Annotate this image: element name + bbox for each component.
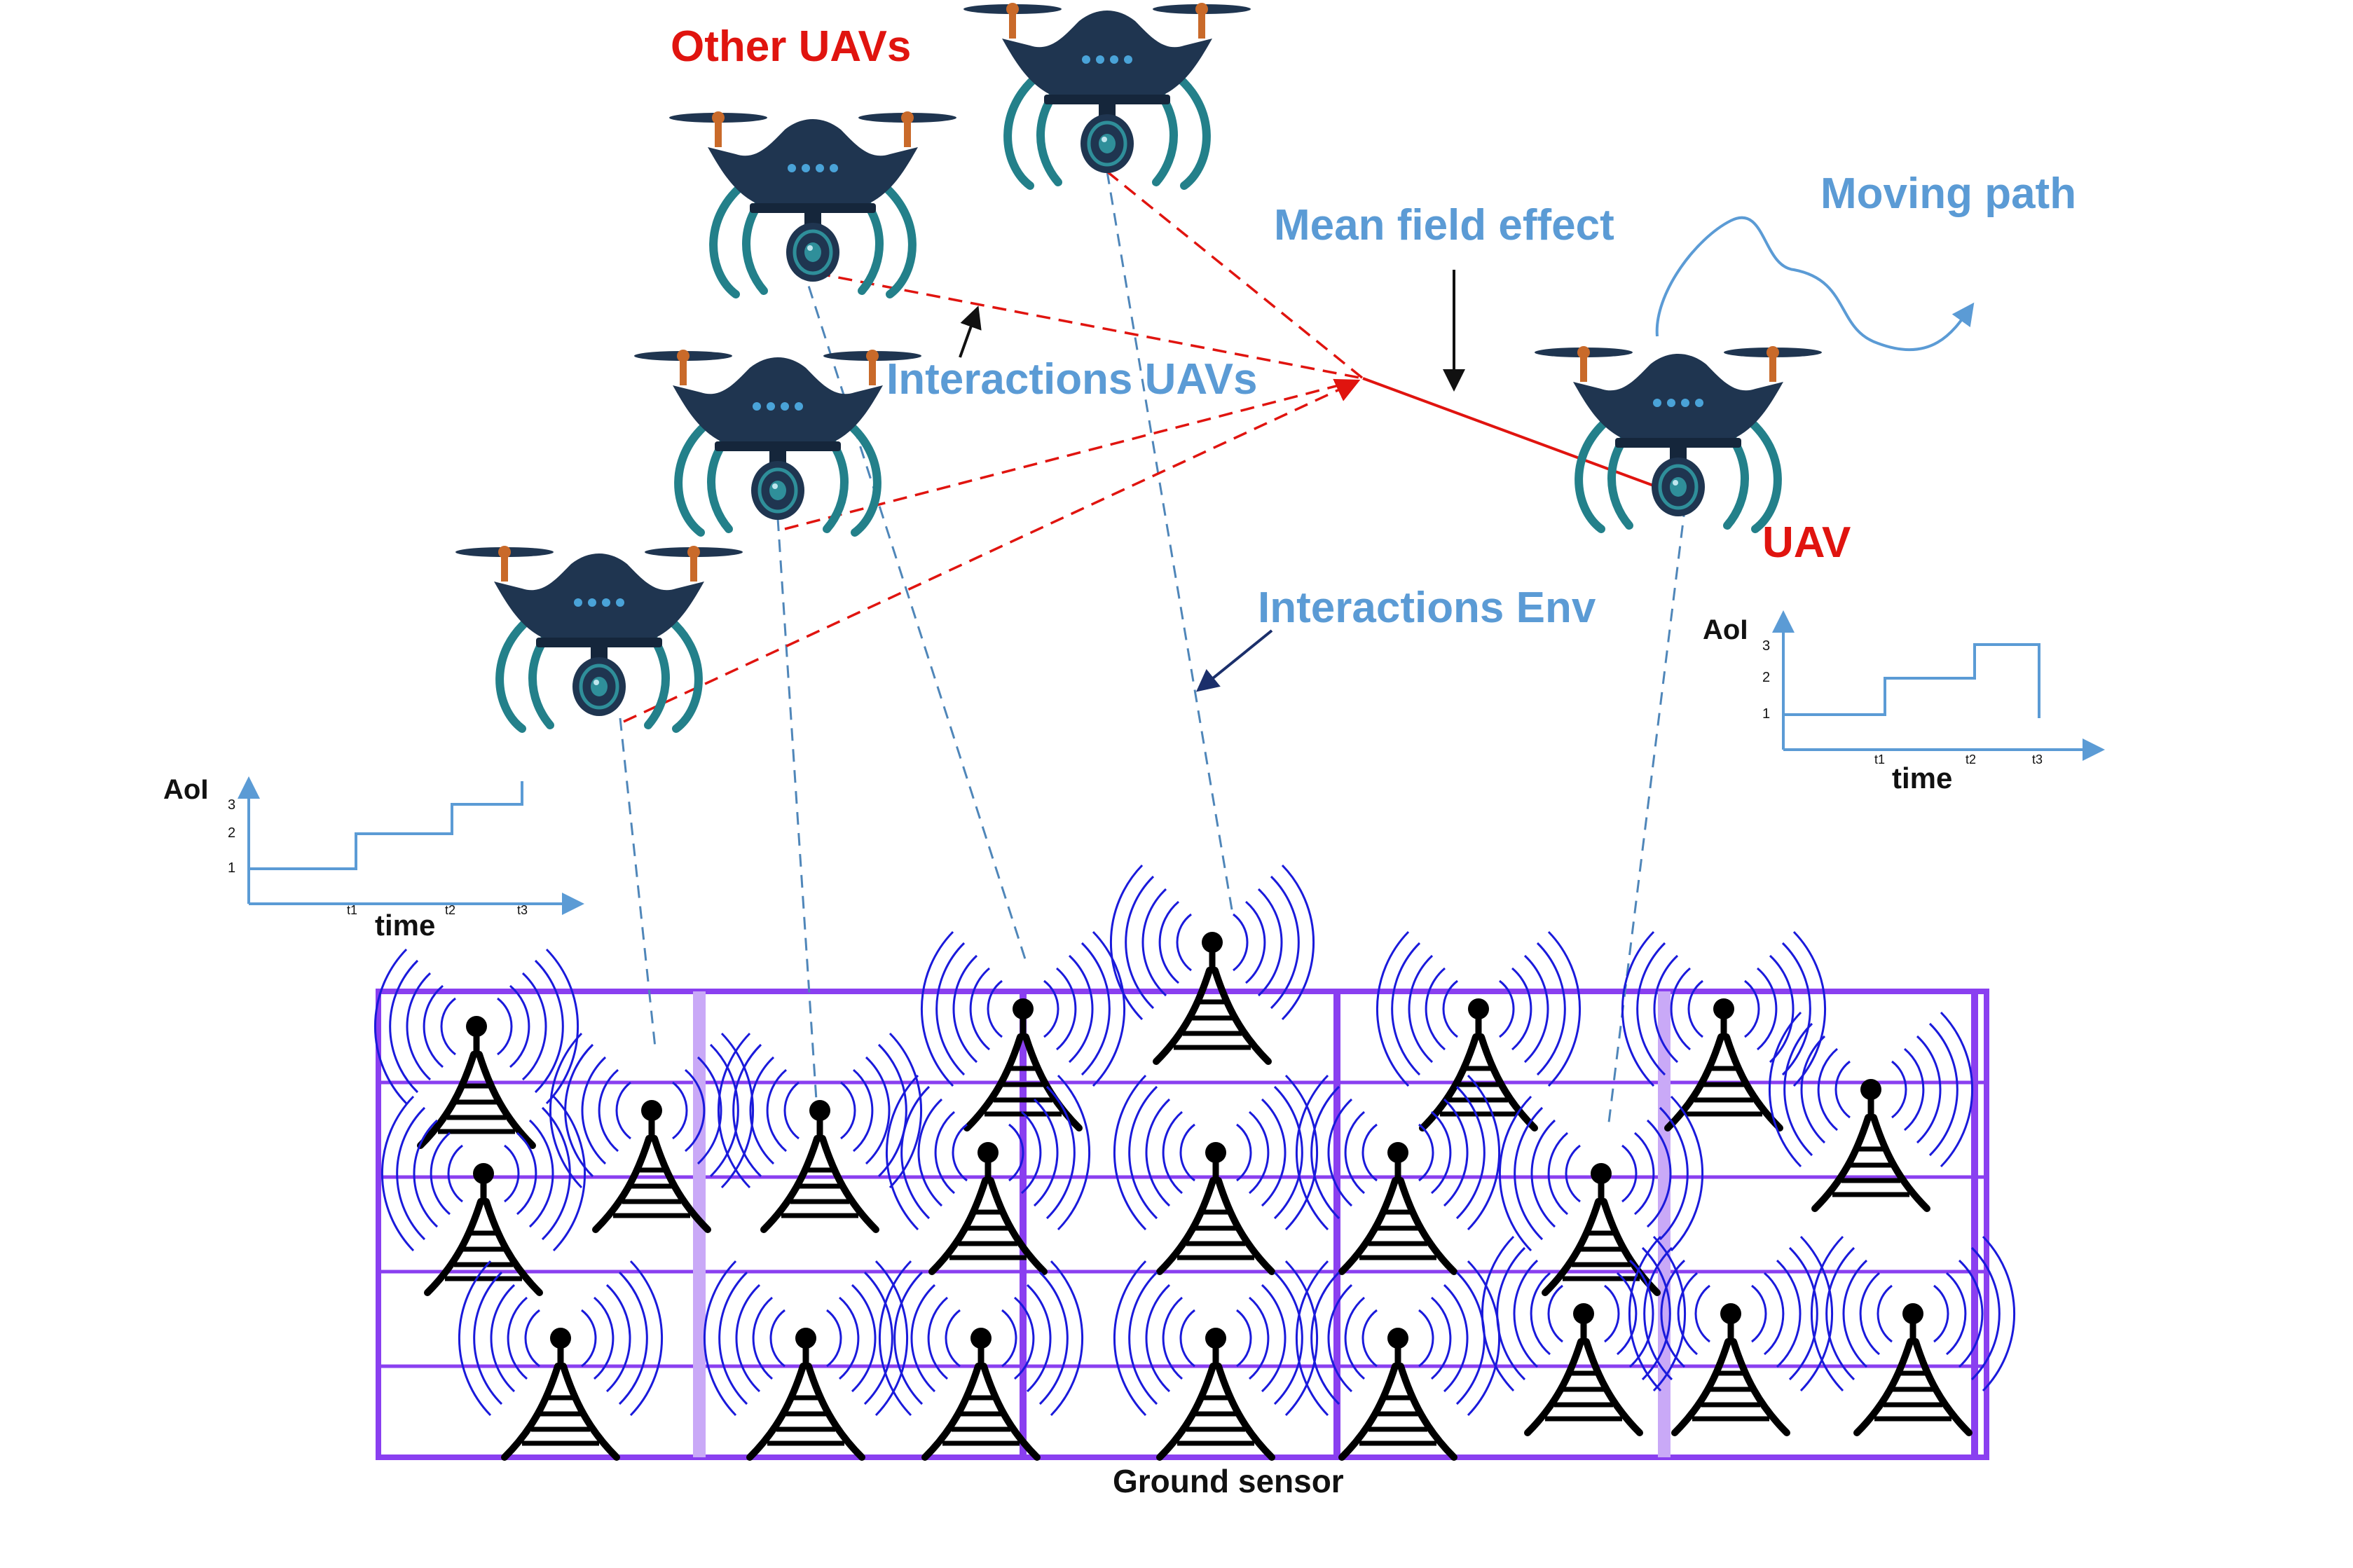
ground-sensor-label: Ground sensor [1113,1463,1344,1499]
interactions-uavs-arrow [959,305,982,358]
tower-icon [1296,1261,1499,1457]
aoi-ylabel: AoI [163,774,208,805]
tower-icon [879,1261,1082,1457]
aoi-xlabel: time [375,909,435,942]
tower-icon [1769,1012,1972,1209]
interactions-uavs-label: Interactions UAVs [886,355,1257,404]
aoi-ytick: 1 [228,860,235,876]
other-uav-drone [963,3,1251,186]
tower-icon [1111,865,1313,1061]
tower-icon [1296,1075,1499,1272]
interactions-env-arrow [1195,629,1273,692]
aoi-xtick: t3 [2032,752,2043,766]
sensor-towers [375,865,2014,1457]
env-interaction-lines [619,171,1687,1129]
tower-icon [704,1261,907,1457]
tower-icon [718,1033,921,1230]
aoi-xtick: t2 [445,903,455,917]
moving-path-curve [1655,216,1975,352]
aoi-xtick: t1 [1874,752,1885,766]
aoi-xtick: t2 [1966,752,1976,766]
aoi-chart-right: AoI 1 2 3 t1 t2 t3 time [1703,610,2105,795]
other-uav-drone [455,546,743,729]
interactions-env-label: Interactions Env [1258,584,1596,632]
other-uav-drone [669,111,956,294]
aoi-chart-left: AoI 1 2 3 t1 t2 t3 time [163,774,584,942]
mean-field-effect-label: Mean field effect [1274,201,1614,249]
tower-icon [1114,1075,1317,1272]
tower-icon [375,949,577,1146]
tower-icon [382,1096,584,1293]
main-uav-drone [1535,346,1822,529]
uav-label: UAV [1762,518,1851,567]
tower-icon [1377,932,1579,1128]
aoi-ytick: 3 [228,797,235,813]
aoi-xtick: t1 [347,903,357,917]
aoi-ytick: 2 [1762,670,1770,685]
aoi-ytick: 2 [228,825,235,841]
tower-icon [1622,932,1825,1128]
tower-icon [459,1261,661,1457]
moving-path-label: Moving path [1820,170,2076,218]
tower-icon [1114,1261,1317,1457]
uav-interaction-lines [623,170,1364,723]
tower-icon [921,932,1124,1128]
aoi-ytick: 1 [1762,706,1770,722]
aoi-ytick: 3 [1762,638,1770,654]
other-uavs-label: Other UAVs [671,22,911,71]
aoi-ylabel: AoI [1703,614,1748,645]
aoi-xtick: t3 [517,903,528,917]
aoi-xlabel: time [1892,762,1952,795]
